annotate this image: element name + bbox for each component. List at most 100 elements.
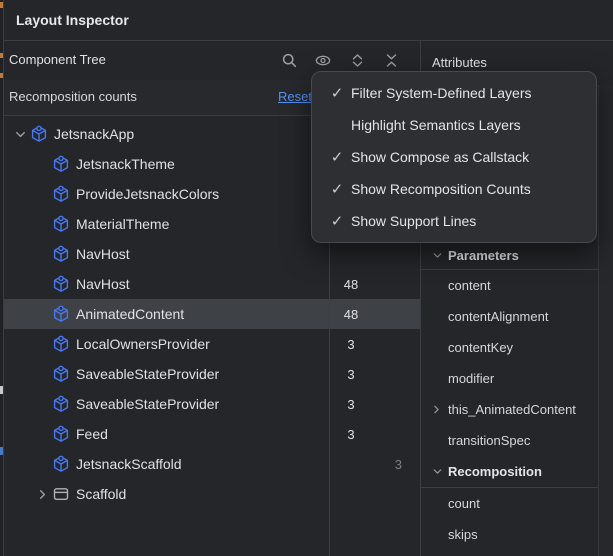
edge-marker: [0, 73, 3, 78]
recomposition-count: 3: [336, 337, 366, 352]
tree-node-label: JetsnackScaffold: [76, 456, 182, 472]
attr-item-transitionSpec[interactable]: transitionSpec: [421, 425, 598, 456]
tree-node-label: LocalOwnersProvider: [76, 336, 210, 352]
tree-node-label: Scaffold: [76, 486, 126, 502]
edge-marker: [0, 2, 3, 8]
menu-item-show-support-lines[interactable]: ✓Show Support Lines: [312, 205, 596, 237]
attr-item-label: content: [448, 278, 491, 293]
tree-row-NavHost[interactable]: NavHost 48: [4, 269, 420, 299]
compose-node-icon: [52, 335, 70, 353]
compose-node-icon: [52, 305, 70, 323]
compose-node-icon: [30, 125, 48, 143]
tree-node-label: NavHost: [76, 246, 130, 262]
chevron-spacer: [32, 186, 52, 202]
tree-node-label: SaveableStateProvider: [76, 366, 219, 382]
menu-item-label: Show Recomposition Counts: [351, 181, 531, 197]
search-icon[interactable]: [280, 52, 298, 70]
collapse-all-icon[interactable]: [382, 52, 400, 70]
attr-item-label: contentAlignment: [448, 309, 548, 324]
chevron-spacer: [32, 276, 52, 292]
attr-item-count[interactable]: count: [421, 488, 598, 519]
attr-item-label: contentKey: [448, 340, 513, 355]
expand-all-icon[interactable]: [348, 52, 366, 70]
tree-node-label: Feed: [76, 426, 108, 442]
attr-item-content[interactable]: content: [421, 270, 598, 301]
chevron-spacer: [32, 246, 52, 262]
tree-row-NavHost[interactable]: NavHost: [4, 239, 420, 269]
chevron-down-icon[interactable]: [430, 248, 444, 262]
menu-item-highlight-semantics-layers[interactable]: Highlight Semantics Layers: [312, 109, 596, 141]
scaffold-node-icon: [52, 485, 70, 503]
tree-row-LocalOwnersProvider[interactable]: LocalOwnersProvider 3: [4, 329, 420, 359]
compose-node-icon: [52, 245, 70, 263]
attributes-value-column: [599, 85, 613, 556]
chevron-spacer: [32, 426, 52, 442]
chevron-down-icon[interactable]: [10, 126, 30, 142]
compose-node-icon: [52, 455, 70, 473]
eye-icon[interactable]: [314, 52, 332, 70]
menu-item-show-compose-as-callstack[interactable]: ✓Show Compose as Callstack: [312, 141, 596, 173]
menu-item-filter-system-defined-layers[interactable]: ✓Filter System-Defined Layers: [312, 77, 596, 109]
edge-marker: [0, 447, 3, 455]
recomposition-count: 3: [336, 427, 366, 442]
tree-node-label: NavHost: [76, 276, 130, 292]
recomposition-count-dim: 3: [376, 457, 402, 472]
attr-section-recomposition[interactable]: Recomposition: [421, 456, 598, 488]
chevron-spacer: [32, 156, 52, 172]
view-options-menu: ✓Filter System-Defined LayersHighlight S…: [311, 71, 597, 243]
tree-row-AnimatedContent[interactable]: AnimatedContent 48: [4, 299, 420, 329]
recomposition-count: 48: [336, 277, 366, 292]
chevron-spacer: [32, 366, 52, 382]
tree-row-SaveableStateProvider[interactable]: SaveableStateProvider 3: [4, 359, 420, 389]
chevron-down-icon[interactable]: [430, 465, 444, 479]
attr-item-label: count: [448, 496, 480, 511]
attr-section-title: Recomposition: [448, 464, 542, 479]
attr-item-label: skips: [448, 527, 478, 542]
tree-node-label: AnimatedContent: [76, 306, 184, 322]
chevron-spacer: [32, 216, 52, 232]
attr-item-modifier[interactable]: modifier: [421, 363, 598, 394]
compose-node-icon: [52, 395, 70, 413]
chevron-spacer: [32, 336, 52, 352]
reset-counts-link[interactable]: Reset: [278, 80, 312, 114]
chevron-spacer: [32, 396, 52, 412]
checkmark-icon: ✓: [326, 148, 348, 166]
tree-node-label: ProvideJetsnackColors: [76, 186, 219, 202]
menu-item-label: Show Compose as Callstack: [351, 149, 529, 165]
chevron-right-icon[interactable]: [32, 486, 52, 502]
recomposition-count: 48: [336, 307, 366, 322]
tree-row-Feed[interactable]: Feed 3: [4, 419, 420, 449]
attr-item-contentKey[interactable]: contentKey: [421, 332, 598, 363]
tree-node-label: JetsnackTheme: [76, 156, 175, 172]
recomposition-counts-label: Recomposition counts: [9, 80, 137, 114]
attr-item-label: modifier: [448, 371, 494, 386]
attr-section-parameters[interactable]: Parameters: [421, 241, 598, 270]
chevron-right-icon[interactable]: [429, 402, 443, 416]
checkmark-icon: ✓: [326, 180, 348, 198]
compose-node-icon: [52, 185, 70, 203]
recomposition-count: 3: [336, 367, 366, 382]
menu-item-show-recomposition-counts[interactable]: ✓Show Recomposition Counts: [312, 173, 596, 205]
attributes-column-divider[interactable]: [598, 85, 599, 556]
tree-row-Scaffold[interactable]: Scaffold: [4, 479, 420, 509]
page-title: Layout Inspector: [16, 0, 129, 40]
tree-node-label: JetsnackApp: [54, 126, 134, 142]
attr-item-contentAlignment[interactable]: contentAlignment: [421, 301, 598, 332]
component-tree-label: Component Tree: [9, 41, 106, 79]
menu-item-label: Highlight Semantics Layers: [351, 117, 521, 133]
attr-section-title: Parameters: [448, 248, 519, 263]
compose-node-icon: [52, 275, 70, 293]
attr-item-skips[interactable]: skips: [421, 519, 598, 550]
recomposition-count: 3: [336, 397, 366, 412]
menu-item-label: Filter System-Defined Layers: [351, 85, 532, 101]
menu-item-label: Show Support Lines: [351, 213, 476, 229]
edge-marker: [0, 53, 3, 58]
attributes-list: Parameters content contentAlignment content…: [421, 241, 598, 550]
tree-node-label: SaveableStateProvider: [76, 396, 219, 412]
compose-node-icon: [52, 155, 70, 173]
chevron-spacer: [32, 456, 52, 472]
tree-row-SaveableStateProvider[interactable]: SaveableStateProvider 3: [4, 389, 420, 419]
attr-item-this_AnimatedContent[interactable]: this_AnimatedContent: [421, 394, 598, 425]
tree-row-JetsnackScaffold[interactable]: JetsnackScaffold 3: [4, 449, 420, 479]
